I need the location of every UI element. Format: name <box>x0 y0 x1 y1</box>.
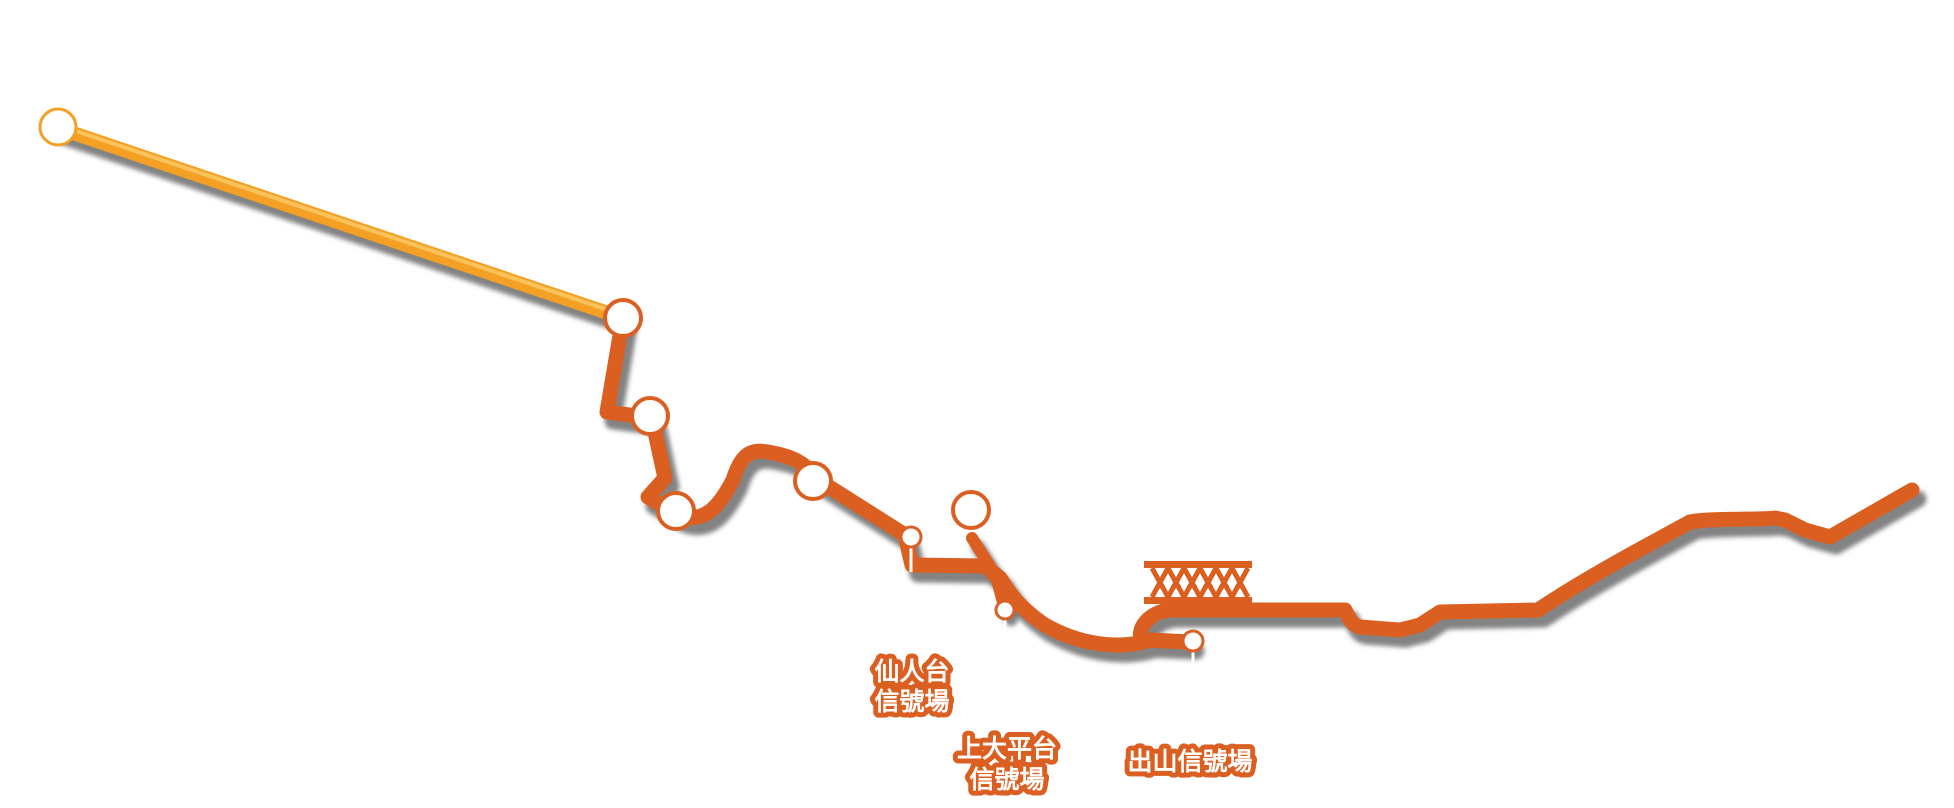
label-sennindai-line2: 信號場 <box>874 687 949 716</box>
station-junction <box>603 298 643 338</box>
station-branch-terminus <box>38 107 78 147</box>
label-sennindai-line1: 仙人台 <box>874 657 949 686</box>
label-kamiohira-line2: 信號場 <box>969 765 1044 794</box>
station <box>793 461 833 501</box>
label-kamiohira-line1: 上大平台 <box>957 734 1057 763</box>
stations <box>38 107 991 531</box>
station-labels: 仙人台 信號場 上大平台 信號場 出山信號場 <box>869 652 1257 799</box>
label-deyama: 出山信號場 <box>1127 747 1252 776</box>
branch-line <box>51 121 630 325</box>
pin-deyama <box>1181 629 1205 662</box>
station <box>656 491 696 531</box>
pin-kamiohira <box>994 599 1016 632</box>
pin-sennindai <box>899 525 923 572</box>
truss-bridge-icon <box>1144 561 1252 604</box>
signal-station-pins <box>899 525 1205 662</box>
station <box>630 396 670 436</box>
station <box>951 490 991 530</box>
branch-line-highlight <box>56 123 625 317</box>
